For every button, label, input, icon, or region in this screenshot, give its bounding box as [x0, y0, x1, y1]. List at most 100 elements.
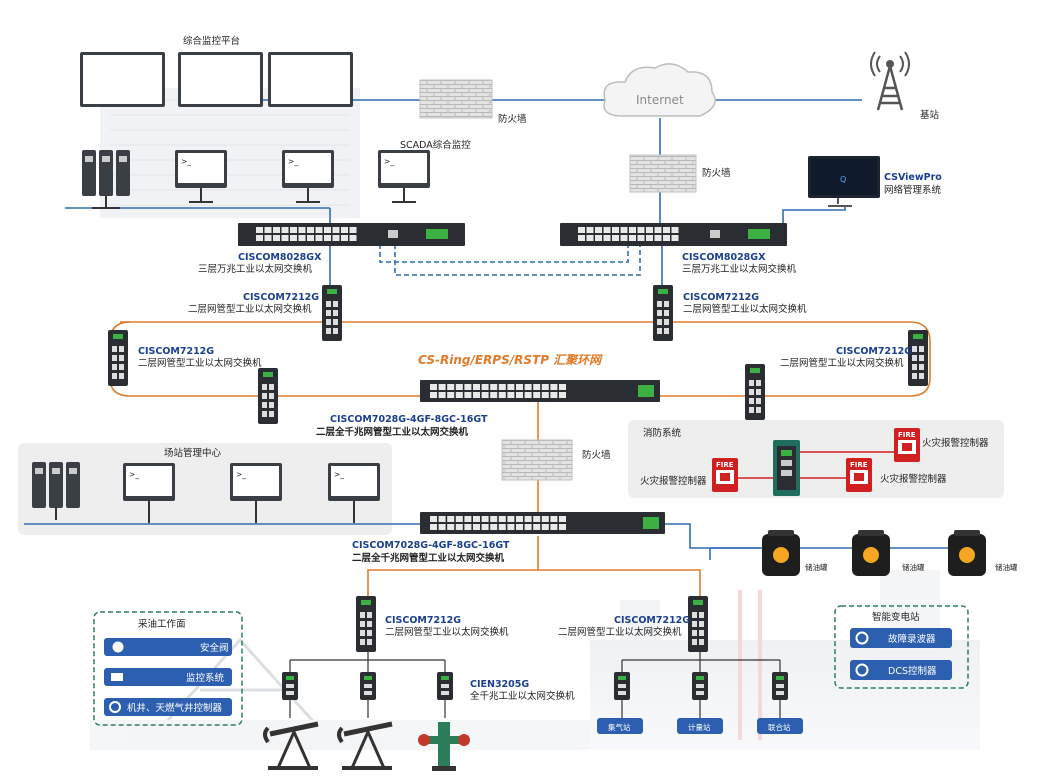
- fire-ctrl-right-label: 火灾报警控制器: [880, 473, 947, 485]
- ring-sw-mr-model: CISCOM7212G: [836, 346, 912, 357]
- oil-tank-icon: 储油罐: [852, 530, 925, 576]
- valve-icon: [112, 641, 124, 653]
- sw-left-desc: 二层网管型工业以太网交换机: [385, 626, 509, 638]
- terminal-monitor-icon: >_: [123, 463, 175, 523]
- tank-label: 储油罐: [805, 562, 828, 572]
- ring-switch-mr: [908, 330, 928, 386]
- station-tag: 联合站: [757, 718, 803, 734]
- fire-sign-text: FIRE: [850, 461, 868, 469]
- ring-switch-bl: [258, 368, 278, 424]
- fire-system-label: 消防系统: [643, 427, 682, 439]
- display-wall: [80, 52, 353, 107]
- sw2-model: CISCOM7028G-4GF-8GC-16GT: [352, 540, 510, 551]
- pumpjack-icon: [263, 721, 319, 770]
- fire-sign-text: FIRE: [898, 431, 916, 439]
- pumpjack-icon: [337, 721, 393, 770]
- field-links: [289, 645, 781, 718]
- blue-links: [24, 99, 960, 560]
- fire-ctrl-left-label: 火灾报警控制器: [640, 475, 707, 487]
- smart-substation-box: [834, 605, 969, 689]
- firewall-right-label: 防火墙: [702, 167, 731, 179]
- access-switch: [437, 672, 453, 700]
- core-left-model: CISCOM8028GX: [238, 252, 322, 263]
- antenna-tower-icon: [870, 51, 910, 111]
- wellhead-icon: [418, 722, 470, 771]
- gear-icon: [855, 631, 869, 645]
- tank-label: 储油罐: [995, 562, 1018, 572]
- safety-valve-label: 安全阀: [200, 642, 229, 654]
- oil-face-box: [93, 611, 243, 726]
- oil-face-label: 采油工作面: [138, 618, 186, 630]
- sw-left-model: CISCOM7212G: [385, 615, 461, 626]
- monitor-system-button[interactable]: 监控系统: [104, 668, 232, 686]
- fire-switch: [773, 440, 800, 496]
- red-links: [738, 451, 895, 479]
- oil-tank-icon: 储油罐: [948, 530, 1018, 576]
- core-switch-left: [238, 223, 465, 246]
- server-icon: [32, 462, 80, 520]
- fire-alarm-icon: FIRE: [846, 458, 872, 492]
- access-switch: [360, 672, 376, 700]
- server-icon: [82, 150, 130, 209]
- monitor-system-label: 监控系统: [186, 672, 225, 684]
- dcs-label: DCS控制器: [888, 665, 937, 677]
- ring-switch-tl: [322, 285, 342, 341]
- ring-sw-tr-desc: 二层网管型工业以太网交换机: [683, 303, 807, 315]
- firewall-icon: [501, 439, 573, 481]
- gear-icon: [109, 701, 121, 713]
- ring-sw-ml-desc: 二层网管型工业以太网交换机: [138, 357, 262, 369]
- core-right-desc: 三层万兆工业以太网交换机: [682, 263, 797, 275]
- firewall-mid-label: 防火墙: [582, 449, 611, 461]
- cloud-icon: [603, 63, 716, 117]
- station-center-label: 场站管理中心: [164, 447, 222, 459]
- ring-sw-mr-desc: 二层网管型工业以太网交换机: [780, 357, 904, 369]
- access-switch: [614, 672, 630, 700]
- sw2-desc: 二层全千兆网管型工业以太网交换机: [352, 552, 505, 564]
- svg-text:>_: >_: [236, 470, 246, 479]
- sw-right-desc: 二层网管型工业以太网交换机: [558, 626, 682, 638]
- station-tag: 计量站: [677, 718, 723, 734]
- station-tag: 集气站: [597, 718, 643, 734]
- field-switch-right: [688, 596, 708, 652]
- terminal-monitor-icon: >_: [328, 463, 380, 523]
- nms-monitor-icon: Q: [808, 156, 880, 207]
- cien-desc: 全千兆工业以太网交换机: [470, 690, 575, 702]
- station-tag-label: 计量站: [688, 722, 711, 732]
- access-switch: [772, 672, 788, 700]
- core-right-model: CISCOM8028GX: [682, 252, 766, 263]
- ring-switch-tr: [653, 285, 673, 341]
- access-switch: [692, 672, 708, 700]
- csview-title: CSViewPro: [884, 172, 942, 183]
- svg-text:Q: Q: [840, 175, 846, 184]
- dcs-button[interactable]: DCS控制器: [850, 660, 952, 680]
- ring-switch-ml: [108, 330, 128, 386]
- oil-tank-icon: 储油罐: [762, 530, 828, 576]
- terminal-monitor-icon: >_: [282, 150, 334, 203]
- ring-top: [120, 321, 931, 397]
- smart-sub-label: 智能变电站: [872, 611, 920, 623]
- svg-text:>_: >_: [181, 157, 191, 166]
- agg-desc: 二层全千兆网管型工业以太网交换机: [316, 426, 469, 438]
- station-tag-label: 联合站: [768, 722, 791, 732]
- well-controller-button[interactable]: 机井、天燃气井控制器: [104, 698, 232, 716]
- station-center-panel: [18, 443, 392, 535]
- csview-sub: 网络管理系统: [884, 184, 942, 196]
- core-switch-right: [560, 223, 787, 246]
- terminal-monitor-icon: >_: [175, 150, 227, 203]
- agg-model: CISCOM7028G-4GF-8GC-16GT: [330, 414, 488, 425]
- safety-valve-button[interactable]: 安全阀: [104, 638, 232, 656]
- fault-recorder-button[interactable]: 故障录波器: [850, 628, 952, 648]
- camera-icon: [111, 673, 123, 681]
- firewall-top-label: 防火墙: [498, 113, 527, 125]
- terminal-monitor-icon: >_: [378, 150, 430, 203]
- fire-alarm-icon: FIRE: [894, 428, 920, 462]
- fire-alarm-icon: FIRE: [712, 458, 738, 492]
- ring-title: CS-Ring/ERPS/RSTP 汇聚环网: [418, 353, 603, 367]
- ring-switch-br: [745, 364, 765, 420]
- gear-icon: [855, 663, 869, 677]
- firewall-icon: [629, 154, 697, 193]
- ring-sw-tl-desc: 二层网管型工业以太网交换机: [188, 303, 312, 315]
- svg-text:>_: >_: [384, 157, 394, 166]
- ring-sw-tr-model: CISCOM7212G: [683, 292, 759, 303]
